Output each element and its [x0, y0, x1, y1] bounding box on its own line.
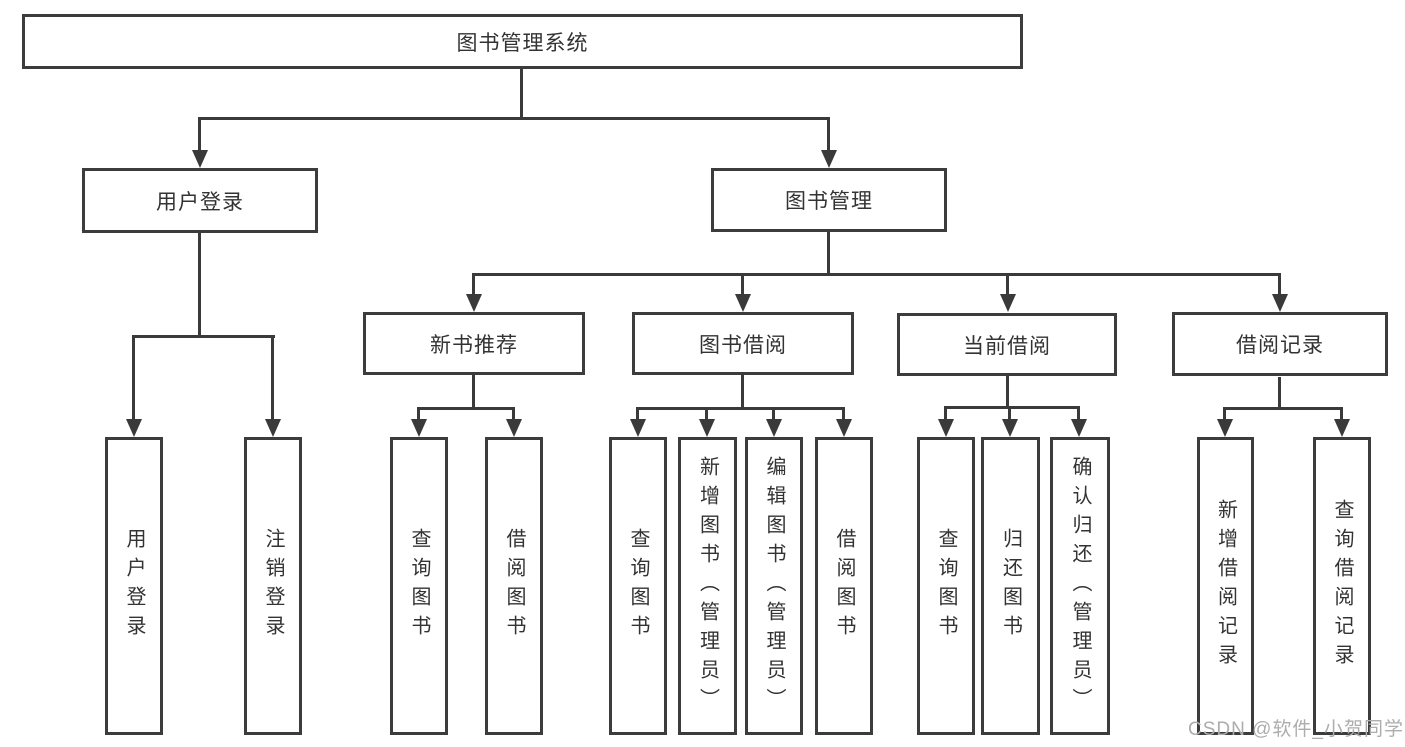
arrow-down-icon: [411, 419, 427, 437]
arrow-down-icon: [126, 419, 142, 437]
node-label: 用户登录: [123, 528, 145, 644]
node-label: 当前借阅: [963, 334, 1051, 358]
leaf-query-books-recommend: 查询图书: [390, 437, 448, 735]
connector-stub-current-borrow: [1006, 273, 1009, 296]
arrow-down-icon: [1071, 419, 1087, 437]
node-user-login-branch: 用户登录: [82, 168, 318, 233]
node-label: 图书借阅: [699, 333, 787, 357]
leaf-query-borrow-record: 查询借阅记录: [1313, 437, 1371, 735]
leaf-borrow-books: 借阅图书: [815, 437, 873, 735]
connector-stub: [1077, 406, 1080, 421]
node-current-borrowing: 当前借阅: [897, 313, 1117, 376]
arrow-down-icon: [735, 294, 751, 312]
leaf-query-books-borrow: 查询图书: [609, 437, 667, 735]
connector-userlogin-vertical: [198, 233, 201, 335]
connector-records-horizontal: [1224, 407, 1343, 410]
node-root-system: 图书管理系统: [22, 14, 1023, 69]
node-borrow-records: 借阅记录: [1172, 312, 1388, 376]
connector-stub: [512, 407, 515, 421]
node-new-book-recommend: 新书推荐: [363, 312, 585, 375]
connector-records-vertical: [1278, 377, 1281, 407]
arrow-down-icon: [630, 419, 646, 437]
node-label: 编辑图书（管理员）: [763, 455, 785, 717]
connector-root-horizontal: [199, 117, 830, 120]
node-label: 借阅图书: [503, 528, 525, 644]
arrow-down-icon: [699, 419, 715, 437]
node-label: 查询借阅记录: [1331, 499, 1353, 673]
connector-stub: [842, 407, 845, 421]
arrow-down-icon: [192, 150, 208, 168]
leaf-add-borrow-record: 新增借阅记录: [1197, 437, 1254, 735]
connector-stub-book-borrow: [741, 273, 744, 296]
connector-stub: [944, 406, 947, 421]
csdn-watermark: CSDN @软件_小贺同学: [1188, 719, 1404, 740]
arrow-down-icon: [265, 419, 281, 437]
connector-borrow-horizontal: [637, 407, 845, 410]
connector-stub-login-leaf: [132, 335, 135, 421]
connector-stub-borrow-records: [1278, 273, 1281, 296]
connector-stub-logout-leaf: [271, 335, 274, 421]
arrow-down-icon: [466, 294, 482, 312]
node-label: 查询图书: [935, 528, 957, 644]
node-label: 查询图书: [408, 528, 430, 644]
connector-root-vertical: [520, 69, 523, 117]
leaf-edit-books-admin: 编辑图书（管理员）: [745, 437, 803, 735]
node-label: 查询图书: [627, 528, 649, 644]
node-book-borrowing: 图书借阅: [632, 312, 854, 375]
leaf-return-books: 归还图书: [981, 437, 1040, 735]
leaf-logout: 注销登录: [244, 437, 302, 735]
connector-bookmgmt-horizontal: [474, 273, 1280, 276]
connector-stub-new-book: [472, 273, 475, 296]
arrow-down-icon: [1000, 294, 1016, 312]
leaf-user-login: 用户登录: [105, 437, 163, 735]
connector-stub: [772, 407, 775, 421]
arrow-down-icon: [1002, 419, 1018, 437]
leaf-borrow-books-recommend: 借阅图书: [485, 437, 543, 735]
arrow-down-icon: [938, 419, 954, 437]
connector-stub: [1223, 407, 1226, 421]
node-label: 借阅记录: [1236, 334, 1324, 357]
connector-current-vertical: [1006, 376, 1009, 406]
connector-newbook-vertical: [472, 375, 475, 407]
arrow-down-icon: [1217, 419, 1233, 437]
node-label: 新书推荐: [430, 333, 518, 357]
connector-newbook-horizontal: [418, 407, 515, 410]
connector-borrow-vertical: [741, 375, 744, 407]
connector-stub-user-login: [198, 117, 201, 153]
node-label: 新增图书（管理员）: [696, 455, 719, 717]
leaf-confirm-return-admin: 确认归还（管理员）: [1050, 437, 1110, 735]
connector-stub: [1340, 407, 1343, 421]
arrow-down-icon: [821, 150, 837, 168]
connector-stub: [636, 407, 639, 421]
connector-stub: [1008, 406, 1011, 421]
connector-userlogin-horizontal: [133, 335, 275, 338]
connector-stub: [705, 407, 708, 421]
connector-bookmgmt-vertical: [827, 232, 830, 273]
node-label: 用户登录: [156, 190, 244, 214]
connector-stub-book-mgmt: [827, 117, 830, 153]
arrow-down-icon: [766, 419, 782, 437]
node-label: 图书管理系统: [456, 31, 589, 55]
leaf-add-books-admin: 新增图书（管理员）: [678, 437, 737, 735]
connector-current-horizontal: [945, 406, 1080, 409]
arrow-down-icon: [836, 419, 852, 437]
arrow-down-icon: [506, 419, 522, 437]
node-label: 归还图书: [999, 528, 1022, 644]
leaf-query-books-current: 查询图书: [917, 437, 975, 735]
arrow-down-icon: [1334, 419, 1350, 437]
node-label: 图书管理: [785, 190, 873, 213]
node-label: 注销登录: [262, 528, 284, 644]
node-book-management: 图书管理: [711, 168, 947, 232]
node-label: 确认归还（管理员）: [1069, 455, 1091, 717]
arrow-down-icon: [1272, 294, 1288, 312]
node-label: 新增借阅记录: [1214, 499, 1237, 673]
node-label: 借阅图书: [833, 528, 855, 644]
connector-stub: [417, 407, 420, 421]
